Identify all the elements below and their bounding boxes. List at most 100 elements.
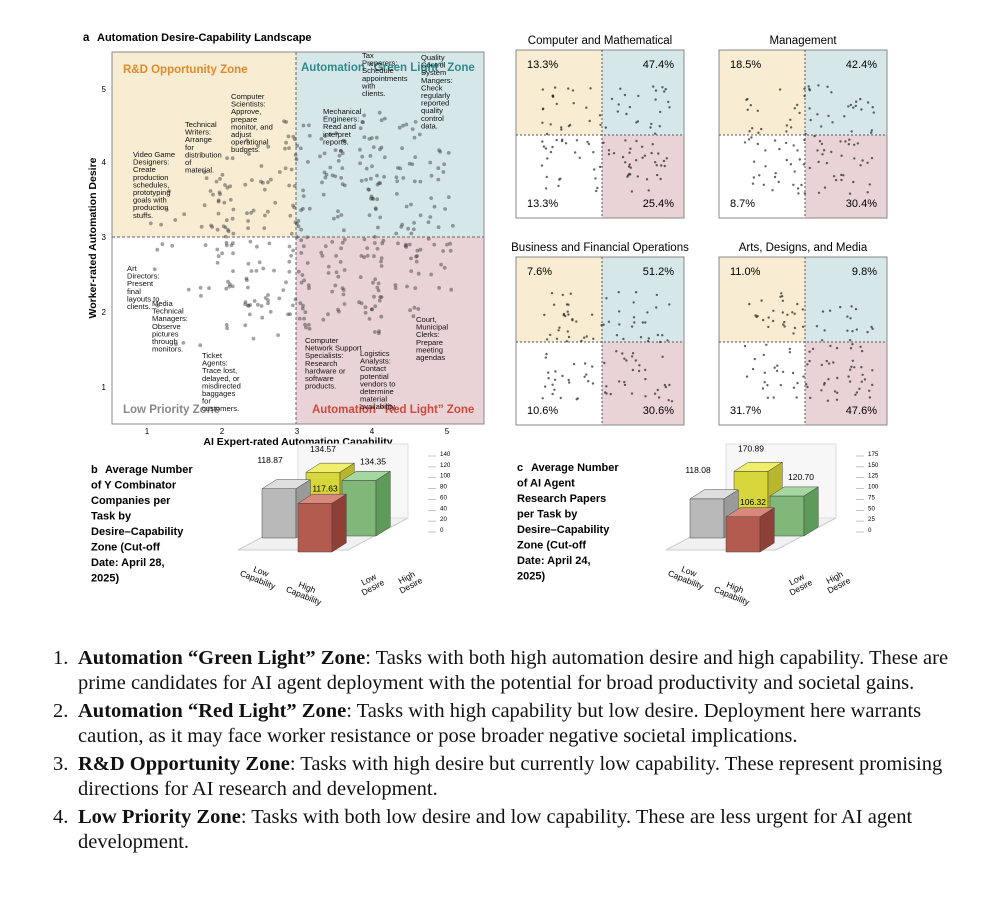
scatter-point (289, 231, 294, 236)
scatter-point (216, 198, 221, 203)
scatter-point (852, 180, 855, 184)
scatter-point (572, 362, 576, 366)
occupation-panel-title: Business and Financial Operations (511, 242, 689, 254)
scatter-point (266, 293, 270, 297)
scatter-point (549, 150, 553, 154)
scatter-point (277, 296, 282, 301)
annotation-line: Preparers: (362, 59, 397, 68)
annotation-line: Managers: (152, 314, 188, 323)
scatter-point (855, 328, 858, 331)
scatter-point (358, 275, 363, 279)
scatter-point (307, 326, 312, 331)
scatter-point (820, 389, 823, 392)
scatter-point (266, 301, 270, 306)
title-line: Date: April 24, (517, 555, 591, 567)
scatter-point (785, 130, 788, 133)
scatter-point (598, 114, 602, 117)
scatter-point (587, 380, 590, 383)
annotation-line: Mangers: (421, 76, 453, 85)
annotation-line: goals with (133, 196, 167, 205)
scatter-point (373, 235, 377, 239)
scatter-point (542, 145, 546, 148)
scatter-point (382, 174, 386, 179)
scatter-point (437, 148, 441, 153)
zone-percentage: 31.7% (730, 405, 761, 417)
scatter-point (249, 269, 254, 273)
scatter-point (227, 284, 232, 289)
scatter-point (367, 317, 372, 321)
scatter-point (617, 291, 620, 294)
annotation-line: Network Support (305, 344, 362, 353)
scatter-point (373, 207, 378, 212)
scatter-point (830, 91, 833, 94)
scatter-point (634, 291, 638, 294)
scatter-point (791, 371, 795, 375)
scatter-point (541, 140, 544, 143)
scatter-point (320, 180, 324, 185)
x-tick-label: 4 (370, 427, 375, 436)
scatter-point (248, 303, 253, 307)
scatter-point (831, 121, 834, 124)
scatter-point (266, 209, 270, 214)
scatter-point (872, 111, 875, 114)
scatter-point (544, 147, 548, 150)
scatter-point (846, 329, 849, 332)
scatter-point (336, 307, 340, 312)
bar-value-label: 106.32 (740, 497, 766, 507)
scatter-point (557, 184, 560, 188)
scatter-point (583, 362, 587, 365)
scatter-point (332, 216, 336, 221)
scatter-point (667, 399, 670, 402)
scatter-point (827, 114, 830, 118)
scatter-point (266, 298, 270, 303)
scatter-point (328, 165, 333, 170)
scatter-point (159, 222, 164, 227)
scatter-point (781, 311, 784, 314)
scatter-point (295, 222, 299, 226)
scatter-point (615, 334, 619, 337)
scatter-point (443, 207, 447, 211)
zone-percentage: 30.6% (643, 405, 674, 417)
scatter-point (567, 335, 571, 339)
scatter-point (830, 150, 833, 154)
scatter-point (339, 246, 343, 251)
zone-percentage: 9.8% (852, 266, 877, 278)
annotation-line: material. (185, 166, 214, 175)
scatter-point (630, 325, 634, 328)
scatter-point (571, 89, 575, 92)
scatter-point (395, 192, 399, 196)
scatter-point (793, 170, 796, 173)
scatter-point (243, 300, 248, 304)
scatter-point (358, 126, 363, 131)
annotation-line: clients. (362, 89, 386, 98)
scatter-point (569, 292, 572, 295)
scatter-point (554, 370, 557, 373)
scatter-point (654, 89, 658, 92)
scatter-point (752, 160, 756, 163)
scatter-point (323, 134, 328, 138)
scatter-point (216, 254, 221, 259)
scatter-point (781, 299, 785, 302)
scatter-point (337, 309, 341, 314)
scatter-point (565, 303, 569, 306)
scatter-point (636, 120, 640, 123)
scatter-point (393, 286, 398, 290)
zone-percentage: 42.4% (846, 59, 877, 71)
scatter-point (396, 241, 400, 246)
scatter-point (284, 280, 288, 285)
scatter-point (557, 329, 560, 332)
title-line: Companies per (91, 495, 171, 507)
scatter-point (628, 105, 632, 109)
scatter-point (375, 197, 380, 202)
scatter-point (545, 175, 548, 179)
scatter-point (339, 213, 344, 217)
scatter-point (775, 369, 779, 373)
scatter-point (661, 86, 664, 89)
scatter-point (859, 164, 862, 167)
annotation-line: for (185, 143, 194, 152)
annotation-line: Specialists: (305, 351, 343, 360)
scatter-point (381, 238, 386, 243)
scatter-point (547, 377, 550, 380)
